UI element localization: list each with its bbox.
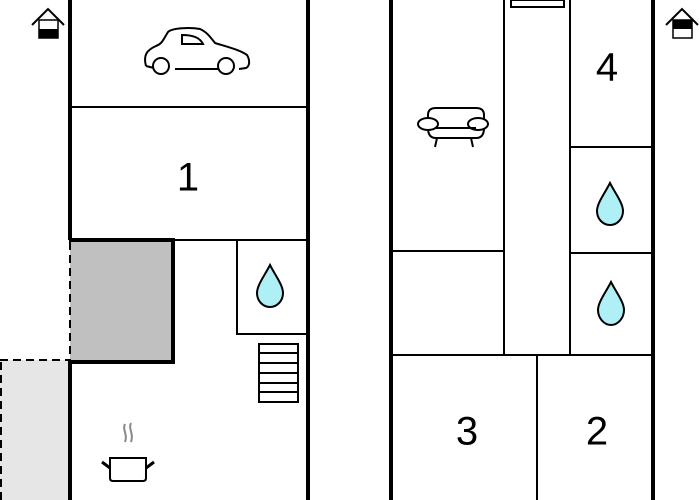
shaded-area <box>70 240 172 360</box>
house-entrance-icon <box>31 7 65 39</box>
room-label-1: 1 <box>177 156 199 200</box>
room-label-2: 2 <box>586 410 608 454</box>
room-label-4: 4 <box>596 46 618 90</box>
cooking-pot-icon <box>101 422 155 482</box>
terrace-area <box>0 360 70 500</box>
water-drop-icon <box>596 279 626 327</box>
house-entrance-icon <box>665 7 699 39</box>
water-drop-icon <box>255 262 285 309</box>
water-drop-icon <box>595 180 625 227</box>
room-bathroom-a <box>236 239 308 335</box>
room-label-3: 3 <box>456 410 478 454</box>
car-icon <box>144 27 251 75</box>
right-floor: 4 3 2 <box>389 0 699 500</box>
left-floor: 1 <box>0 0 310 500</box>
sofa-icon <box>417 107 489 148</box>
stairs-icon <box>258 343 299 403</box>
